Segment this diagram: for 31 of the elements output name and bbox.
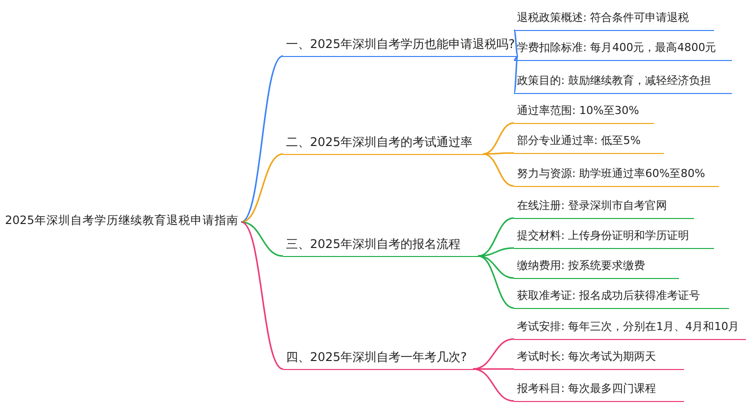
topic-label: 三、2025年深圳自考的报名流程 — [283, 236, 478, 257]
topic-label: 努力与资源: 助学班通过率60%至80% — [514, 166, 719, 187]
branch-connector — [513, 30, 519, 56]
topic-label: 提交材料: 上传身份证明和学历证明 — [514, 228, 714, 249]
branch-connector — [482, 153, 514, 187]
branch-connector — [513, 56, 519, 94]
branch-connector — [241, 221, 284, 257]
topic-label: 二、2025年深圳自考的考试通过率 — [283, 134, 483, 155]
topic-label: 报考科目: 每次最多四门课程 — [514, 381, 684, 402]
topic-label: 通过率范围: 10%至30% — [514, 103, 654, 124]
topic-label: 部分专业通过率: 低至5% — [514, 133, 664, 154]
topic-label: 获取准考证: 报名成功后获得准考证号 — [514, 288, 729, 309]
topic-label: 缴纳费用: 按系统要求缴费 — [514, 258, 679, 279]
branch-connector — [478, 255, 514, 309]
branch-connector — [483, 152, 514, 155]
branch-connector — [240, 55, 284, 223]
topic-label: 退税政策概述: 符合条件可申请退税 — [514, 10, 714, 31]
topic-label: 考试时长: 每次考试为期两天 — [514, 349, 684, 370]
branch-connector — [472, 368, 514, 402]
branch-connector — [241, 153, 284, 223]
topic-label: 四、2025年深圳自考一年考几次? — [283, 349, 473, 370]
topic-label: 学费扣除标准: 每月400元，最高4800元 — [514, 40, 732, 61]
topic-label: 在线注册: 登录深圳市自考官网 — [514, 198, 694, 219]
branch-connector — [478, 247, 514, 257]
topic-label: 政策目的: 鼓励继续教育，减轻经济负担 — [514, 73, 732, 94]
branch-connector — [240, 221, 284, 370]
branch-connector — [472, 338, 514, 370]
topic-label: 一、2025年深圳自考学历也能申请退税吗? — [283, 36, 518, 57]
topic-label: 考试安排: 每年三次，分别在1月、4月和10月 — [514, 319, 746, 340]
central-topic: 2025年深圳自考学历继续教育退税申请指南 — [2, 212, 242, 232]
branch-connector — [514, 55, 518, 61]
